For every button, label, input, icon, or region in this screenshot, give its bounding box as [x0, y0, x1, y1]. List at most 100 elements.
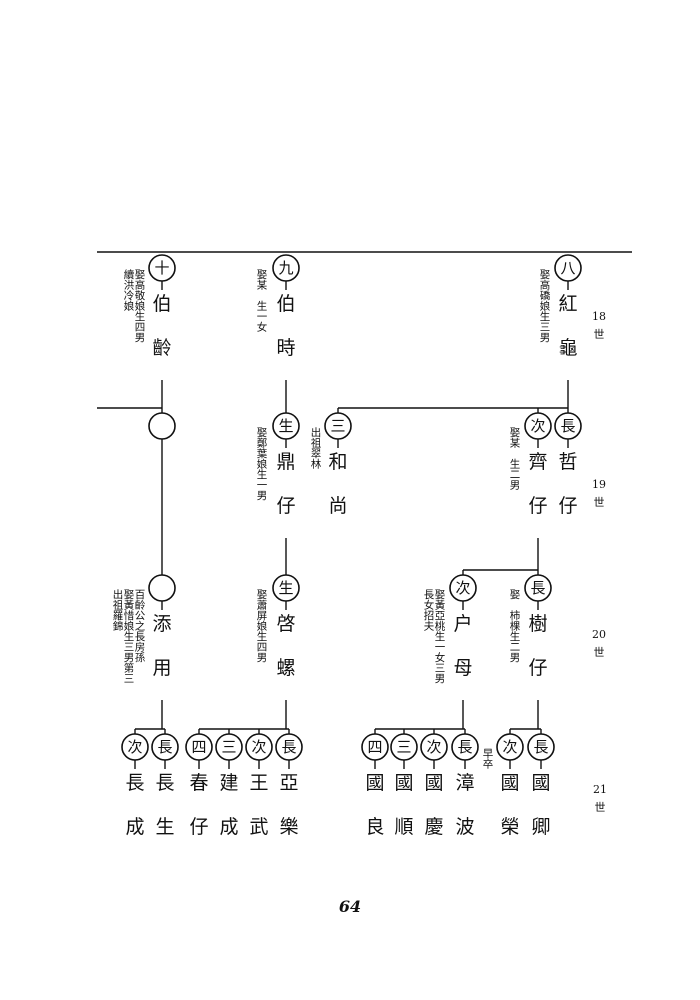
person-chang-cheng: 次長成: [121, 733, 149, 838]
generation-unit: 世: [595, 801, 606, 814]
person-chun-zai: 四春仔: [185, 733, 213, 838]
person-note: 出祖羅錦: [113, 588, 124, 633]
person-name: 國慶: [424, 772, 443, 838]
rank-marker: [148, 574, 176, 602]
person-guo-liang: 四國良: [361, 733, 389, 838]
rank-mark: 次: [251, 738, 266, 756]
person-name: 春仔: [189, 772, 208, 838]
person-ya-le: 長亞樂: [275, 733, 303, 838]
rank-mark: 長: [457, 738, 472, 756]
person-name: 鼎仔: [276, 451, 295, 517]
rank-mark: 三: [221, 738, 236, 756]
person-name: 伯齡: [152, 293, 171, 359]
person-note: 娶某 生一女: [257, 269, 268, 334]
rank-mark: 次: [127, 738, 142, 756]
generation-number: 19: [592, 478, 606, 491]
person-name: 伯時: [276, 293, 295, 359]
person-note: 百齡公之長房孫: [135, 589, 146, 664]
person-guo-shun: 三國順: [390, 733, 418, 838]
person-name: 王武: [249, 772, 268, 838]
person-note: 娶黃亞桃生一女三男: [435, 589, 446, 685]
person-name: 建成: [219, 772, 238, 838]
person-note: 娶蕭屏娘生四男: [257, 589, 268, 664]
person-name: 齊仔: [528, 451, 547, 517]
generation-number: 21: [593, 783, 607, 796]
person-name: 長成: [125, 772, 144, 838]
person-note: 娶黃惜娘生三男第三: [124, 589, 135, 685]
person-chang-sheng: 長長生: [151, 733, 179, 838]
person-name: 國良: [365, 772, 384, 838]
generation-number: 18: [592, 310, 606, 323]
rank-mark: 長: [533, 738, 548, 756]
person-guo-qing-b: 次國慶: [420, 733, 448, 838]
rank-marker: [148, 412, 176, 440]
generation-label-21: 21 世: [593, 783, 607, 814]
person-note: 續洪冷娘: [124, 268, 135, 313]
person-zhang-bo: 長漳波: [451, 733, 479, 838]
person-note: 娶鄭葉娘生一男: [257, 427, 268, 502]
rank-mark: 三: [330, 417, 345, 435]
person-name: 長生: [155, 772, 174, 838]
person-note: 長女招夫: [424, 589, 435, 633]
person-note: 娶 柿棵生二男: [510, 589, 521, 664]
person-name: 國卿: [531, 772, 550, 838]
person-name: 亞樂: [279, 772, 298, 838]
rank-mark: 四: [367, 738, 382, 756]
rank-mark: 生: [278, 417, 293, 435]
person-wang-wu: 次王武: [245, 733, 273, 838]
person-name: 添用: [152, 613, 171, 679]
rank-mark: 次: [530, 417, 545, 435]
person-name: 户母: [453, 613, 472, 679]
person-name: 漳波: [455, 772, 474, 838]
person-jian-cheng: 三建成: [215, 733, 243, 838]
rank-mark: 次: [502, 738, 517, 756]
generation-unit: 世: [594, 646, 605, 659]
person-name: 國順: [394, 772, 413, 838]
generation-label-18: 18 世: [592, 310, 606, 341]
rank-mark: 九: [278, 259, 293, 277]
person-note: 娶某 生二男: [510, 427, 521, 492]
generation-label-19: 19 世: [592, 478, 606, 509]
rank-mark: 次: [455, 579, 470, 597]
person-note: 娶高敬娘生四男: [135, 269, 146, 344]
generation-unit: 世: [594, 496, 605, 509]
generation-unit: 世: [594, 328, 605, 341]
person-note: 娶高礄娘生三男: [540, 269, 551, 344]
person-note: 早卒: [483, 748, 494, 771]
person-name: 哲仔: [558, 451, 577, 517]
rank-mark: 八: [560, 259, 575, 277]
generation-label-20: 20世: [592, 628, 606, 659]
person-note: 出祖翠林: [311, 426, 322, 471]
page-number: 64: [339, 897, 361, 916]
rank-mark: 三: [396, 738, 411, 756]
person-guo-qing-a: 長國卿: [527, 733, 555, 838]
person-zhe-zai: 長哲仔: [554, 412, 582, 517]
rank-mark: 長: [530, 579, 545, 597]
person-name: 和尚: [328, 451, 347, 517]
rank-mark: 四: [191, 738, 206, 756]
person-name: 啓螺: [276, 613, 295, 679]
rank-mark: 十: [154, 259, 169, 277]
person-bo-ling-child-19: [148, 412, 176, 440]
rank-mark: 長: [560, 417, 575, 435]
rank-mark: 長: [157, 738, 172, 756]
person-name: 國榮: [500, 772, 519, 838]
rank-mark: 長: [281, 738, 296, 756]
person-name: 紅龜: [558, 293, 577, 359]
rank-mark: 生: [278, 579, 293, 597]
rank-mark: 次: [426, 738, 441, 756]
